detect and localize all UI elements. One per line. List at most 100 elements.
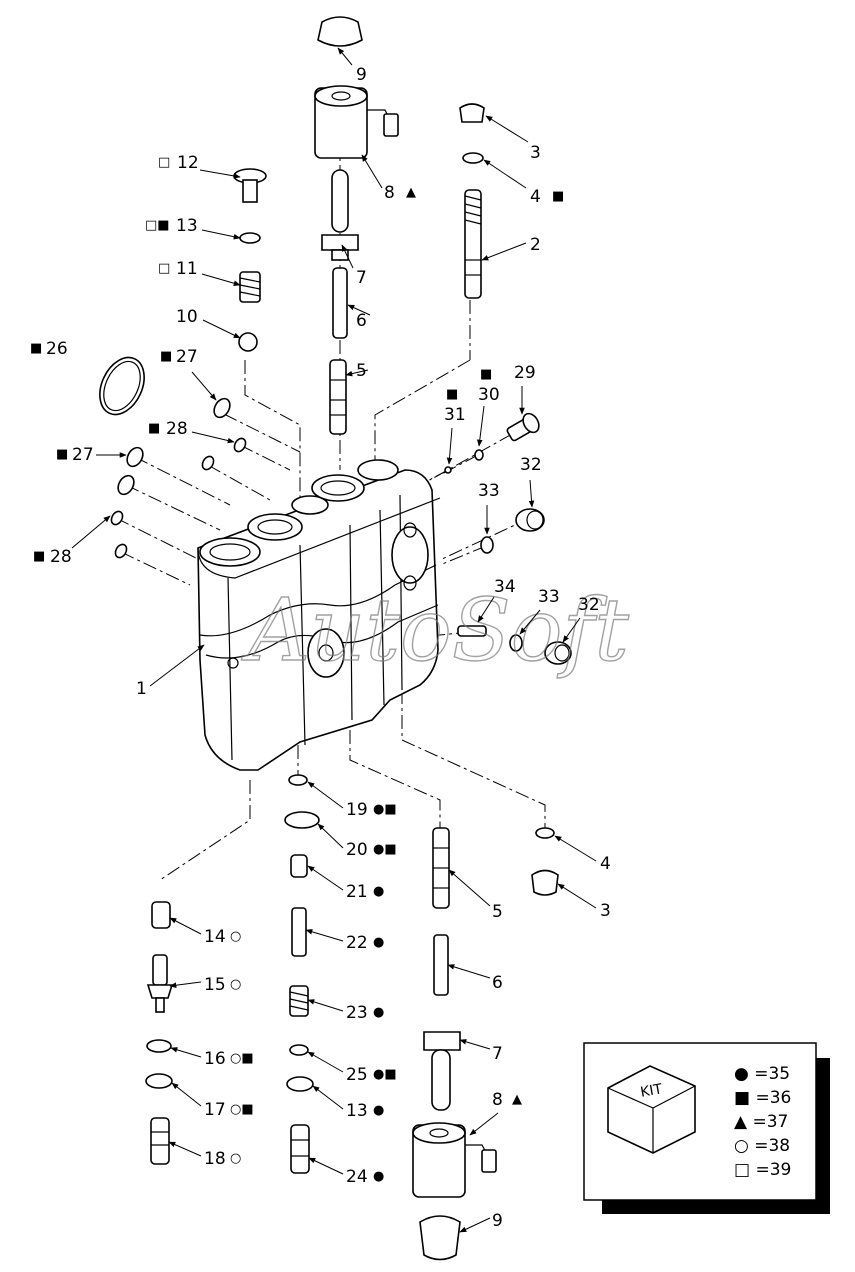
valve-body [197,459,441,771]
callout-c14: 14 [204,927,226,947]
callout-c5b: 5 [492,902,503,922]
callout-c33a: 33 [478,481,500,501]
leader-c19 [307,781,344,809]
callout-c28a: 28 [166,419,188,439]
leader-c2 [481,242,527,261]
callout-c9b: 9 [492,1211,503,1231]
callout-c26: 26 [46,339,68,359]
leader-c16 [170,1047,202,1058]
leader-c24 [308,1157,344,1175]
callout-c20: 20 [346,840,368,860]
leader-c34 [477,596,495,623]
leader-c9b [459,1217,491,1233]
leader-c27a [191,371,217,401]
kit-mark-c14: ○ [230,929,241,944]
callout-c8b: 8 [492,1090,503,1110]
kit-mark-c28b: ■ [33,549,45,564]
leader-c4b [554,835,597,862]
assembly-lines [115,90,546,881]
kit-mark-c12: □ [158,155,170,170]
kit-mark-c27b: ■ [56,447,68,462]
leader-c22 [305,929,344,942]
callout-c8a: 8 [384,183,395,203]
kit-mark-c24: ● [373,1169,384,1184]
kit-mark-c13a: □■ [145,218,170,233]
leader-c32b [562,617,581,643]
callout-c32b: 32 [578,595,600,615]
callout-c6a: 6 [356,311,367,331]
callout-c3b: 3 [600,901,611,921]
leader-c23 [307,999,344,1012]
callout-c10: 10 [176,307,198,327]
leader-c7a [341,244,354,269]
callout-c15: 15 [204,975,226,995]
callout-c27b: 27 [72,445,94,465]
leader-c14 [169,917,202,935]
kit-legend: KIT ● =35 ■ =36 ▲ =37 ○ =38 □ =39 [583,1042,830,1214]
callout-c22: 22 [346,933,368,953]
callout-c13a: 13 [176,216,198,236]
leader-c8a [361,154,383,189]
leader-c17 [171,1082,202,1107]
callout-c24: 24 [346,1167,368,1187]
legend-entry-4: ○ =38 [734,1136,790,1156]
kit-mark-c19: ●■ [373,802,397,817]
leader-c25 [307,1051,344,1073]
kit-mark-c25: ●■ [373,1067,397,1082]
leader-c10 [202,319,241,339]
callout-c4b: 4 [600,854,611,874]
leader-c21 [307,865,344,891]
callout-c16: 16 [204,1049,226,1069]
callout-c33b: 33 [538,587,560,607]
callout-c5a: 5 [356,361,367,381]
leader-c7b [459,1039,491,1050]
callout-c12: 12 [177,153,199,173]
kit-mark-c15: ○ [230,977,241,992]
kit-mark-c22: ● [373,935,384,950]
callout-c11: 11 [176,259,198,279]
kit-mark-c8b: ▲ [512,1092,522,1107]
kit-mark-c27a: ■ [160,349,172,364]
leader-c28b [71,515,111,549]
callout-c18: 18 [204,1149,226,1169]
leader-c11 [201,273,241,286]
callout-c31: 31 [444,405,466,425]
kit-mark-c11: □ [158,261,170,276]
callout-c23: 23 [346,1003,368,1023]
callout-c1: 1 [136,679,147,699]
callout-c4a: 4 [530,187,541,207]
leader-c13b [312,1085,344,1110]
upper-parts [99,16,572,665]
leader-c33b [519,609,541,635]
kit-mark-c23: ● [373,1005,384,1020]
legend-entry-2: ■ =36 [734,1088,791,1108]
leader-lines [71,47,597,1233]
callout-c6b: 6 [492,973,503,993]
leader-c31 [446,427,453,465]
leader-c13a [201,229,241,240]
callout-c21: 21 [346,882,368,902]
kit-mark-c21: ● [373,884,384,899]
callout-c7b: 7 [492,1044,503,1064]
legend-entry-3: ▲ =37 [734,1112,788,1132]
callout-c30: 30 [478,385,500,405]
callout-c7a: 7 [356,268,367,288]
callout-labels: 98▲76534■212□13□■11□1026■27■28■27■28■293… [30,65,611,1231]
lower-parts [145,774,559,1261]
leader-c9a [337,47,353,66]
kit-mark-c18: ○ [230,1151,241,1166]
kit-mark-c4a: ■ [552,189,564,204]
callout-c13b: 13 [346,1101,368,1121]
kit-mark-c26: ■ [30,341,42,356]
leader-c18 [168,1141,202,1157]
callout-c29: 29 [514,363,536,383]
leader-c3a [485,115,529,143]
leader-c20 [317,823,344,849]
kit-mark-c20: ●■ [373,842,397,857]
kit-box-label: KIT [639,1081,664,1101]
leader-c5a [345,369,369,377]
leader-c30 [477,405,485,447]
callout-c19: 19 [346,800,368,820]
callout-c25: 25 [346,1065,368,1085]
